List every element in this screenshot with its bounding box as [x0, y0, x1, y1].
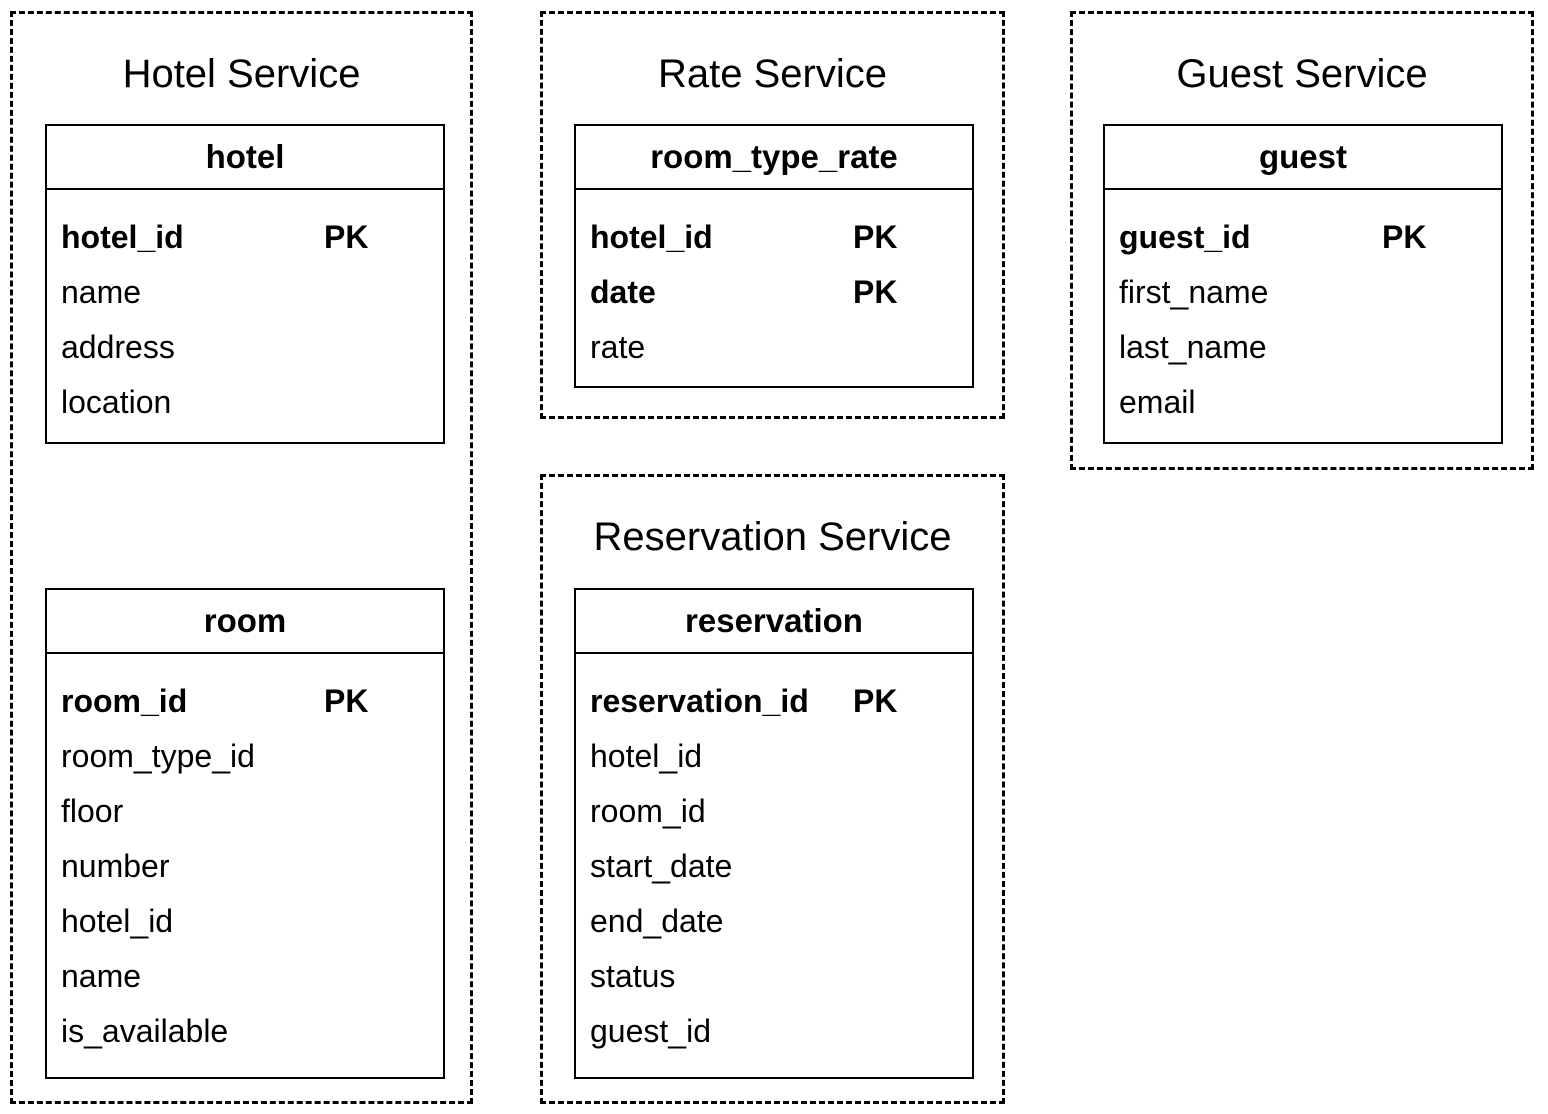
table-row: reservation_id PK	[576, 674, 972, 729]
table-row: status	[576, 949, 972, 1004]
pk-badge: PK	[324, 219, 369, 255]
field-name: number	[61, 848, 170, 884]
service-title-rate: Rate Service	[658, 52, 887, 96]
table-row: name	[47, 265, 443, 320]
table-row: location	[47, 375, 443, 430]
service-boundary-reservation: Reservation Service reservation reservat…	[540, 474, 1005, 1104]
table-row: room_type_id	[47, 729, 443, 784]
field-name: hotel_id	[590, 738, 703, 774]
table-row: room_id	[576, 784, 972, 839]
table-row: room_id PK	[47, 674, 443, 729]
field-name: hotel_id	[61, 219, 184, 255]
service-boundary-rate: Rate Service room_type_rate hotel_id PK …	[540, 11, 1005, 419]
table-row: start_date	[576, 839, 972, 894]
field-name: room_type_id	[61, 738, 255, 774]
table-fields: hotel_id PK date PK rate	[576, 190, 972, 375]
entity-table-guest: guest guest_id PK first_name last_name e…	[1103, 124, 1503, 444]
field-name: status	[590, 958, 676, 994]
field-name: date	[590, 274, 656, 310]
table-row: floor	[47, 784, 443, 839]
table-name-room: room	[47, 590, 443, 654]
pk-badge: PK	[853, 274, 898, 310]
field-name: name	[61, 958, 142, 994]
field-name: hotel_id	[590, 219, 713, 255]
field-name: end_date	[590, 903, 724, 939]
field-name: start_date	[590, 848, 733, 884]
table-fields: guest_id PK first_name last_name email	[1105, 190, 1501, 430]
table-row: hotel_id	[47, 894, 443, 949]
table-row: email	[1105, 375, 1501, 430]
field-name: rate	[590, 329, 646, 365]
table-fields: room_id PK room_type_id floor number hot…	[47, 654, 443, 1059]
table-name-room-type-rate: room_type_rate	[576, 126, 972, 190]
field-name: is_available	[61, 1013, 229, 1049]
table-fields: reservation_id PK hotel_id room_id start…	[576, 654, 972, 1059]
table-row: guest_id	[576, 1004, 972, 1059]
field-name: room_id	[590, 793, 706, 829]
pk-badge: PK	[324, 683, 369, 719]
field-name: guest_id	[590, 1013, 711, 1049]
entity-table-room-type-rate: room_type_rate hotel_id PK date PK rate	[574, 124, 974, 388]
entity-table-reservation: reservation reservation_id PK hotel_id r…	[574, 588, 974, 1079]
field-name: room_id	[61, 683, 188, 719]
table-row: first_name	[1105, 265, 1501, 320]
table-row: address	[47, 320, 443, 375]
table-row: hotel_id PK	[47, 210, 443, 265]
entity-table-hotel: hotel hotel_id PK name address location	[45, 124, 445, 444]
table-name-guest: guest	[1105, 126, 1501, 190]
table-row: end_date	[576, 894, 972, 949]
service-boundary-guest: Guest Service guest guest_id PK first_na…	[1070, 11, 1534, 470]
pk-badge: PK	[853, 683, 898, 719]
service-boundary-hotel: Hotel Service hotel hotel_id PK name add…	[10, 11, 473, 1104]
table-row: hotel_id	[576, 729, 972, 784]
pk-badge: PK	[853, 219, 898, 255]
field-name: location	[61, 384, 172, 420]
field-name: reservation_id	[590, 683, 809, 719]
table-row: rate	[576, 320, 972, 375]
table-row: number	[47, 839, 443, 894]
field-name: last_name	[1119, 329, 1267, 365]
field-name: email	[1119, 384, 1196, 420]
table-row: date PK	[576, 265, 972, 320]
field-name: name	[61, 274, 142, 310]
field-name: guest_id	[1119, 219, 1251, 255]
table-row: last_name	[1105, 320, 1501, 375]
entity-table-room: room room_id PK room_type_id floor numbe…	[45, 588, 445, 1079]
field-name: address	[61, 329, 175, 365]
service-title-guest: Guest Service	[1176, 52, 1428, 96]
table-row: guest_id PK	[1105, 210, 1501, 265]
table-fields: hotel_id PK name address location	[47, 190, 443, 430]
table-row: name	[47, 949, 443, 1004]
pk-badge: PK	[1382, 219, 1427, 255]
field-name: floor	[61, 793, 124, 829]
table-name-hotel: hotel	[47, 126, 443, 190]
service-title-reservation: Reservation Service	[593, 515, 952, 559]
service-title-hotel: Hotel Service	[122, 52, 361, 96]
table-name-reservation: reservation	[576, 590, 972, 654]
table-row: is_available	[47, 1004, 443, 1059]
table-row: hotel_id PK	[576, 210, 972, 265]
field-name: first_name	[1119, 274, 1269, 310]
field-name: hotel_id	[61, 903, 174, 939]
